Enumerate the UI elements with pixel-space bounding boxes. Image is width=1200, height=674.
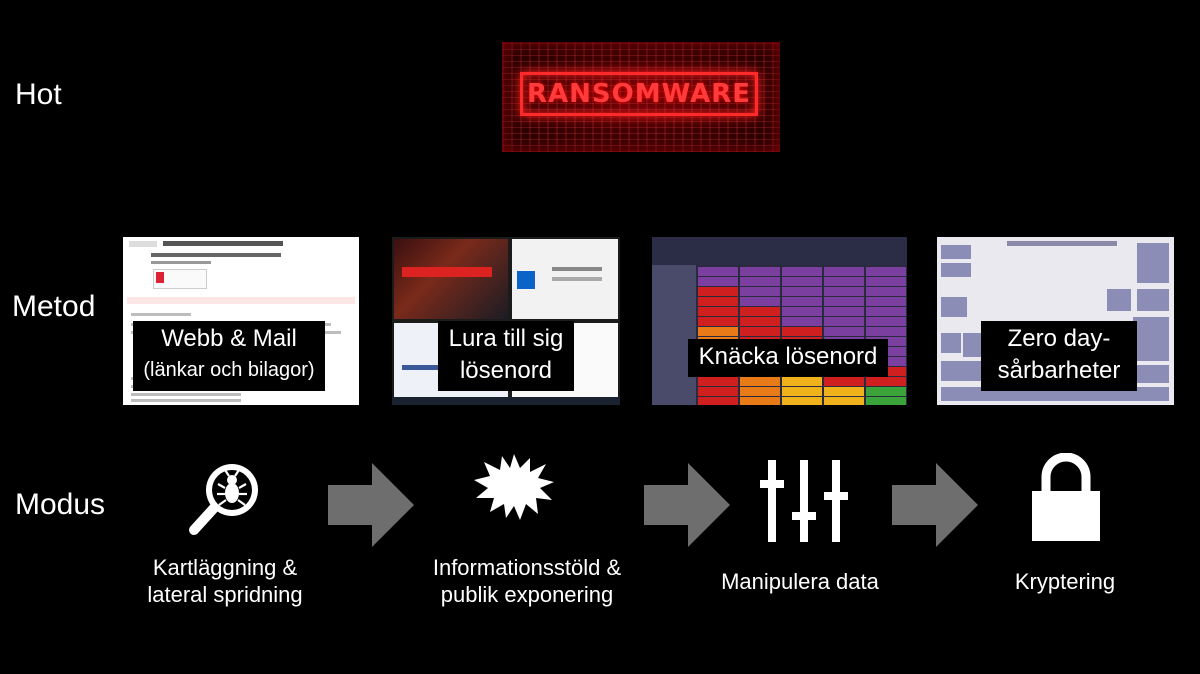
password-table-cell: [824, 287, 864, 296]
ransomware-banner-frame: RANSOMWARE: [520, 72, 758, 116]
password-table-cell: [824, 277, 864, 286]
password-table-cell: [698, 287, 738, 296]
password-table-cell: [782, 327, 822, 336]
explosion-icon: [474, 454, 554, 520]
password-table-cell: [698, 377, 738, 386]
password-table-cell: [866, 297, 906, 306]
arrow-icon-1: [328, 463, 414, 547]
password-table-cell: [824, 267, 864, 276]
password-table-cell: [698, 317, 738, 326]
step-line: Informationsstöld &: [398, 554, 656, 581]
arrow-icon-3: [892, 463, 978, 547]
password-table-cell: [824, 307, 864, 316]
password-table-cell: [782, 287, 822, 296]
sliders-icon: [760, 460, 848, 542]
method-title: Zero day-: [987, 323, 1131, 355]
password-table-cell: [824, 297, 864, 306]
password-table-cell: [824, 387, 864, 396]
password-table-cell: [698, 277, 738, 286]
password-table-cell: [824, 317, 864, 326]
password-table-cell: [698, 297, 738, 306]
password-table-cell: [782, 387, 822, 396]
arrow-icon-2: [644, 463, 730, 547]
password-table-cell: [698, 327, 738, 336]
password-table-cell: [740, 297, 780, 306]
password-table-cell: [782, 317, 822, 326]
password-table-cell: [782, 277, 822, 286]
email-screenshot: Webb & Mail (länkar och bilagor): [123, 237, 359, 405]
lock-icon: [1032, 453, 1100, 541]
method-subtitle: lösenord: [444, 355, 568, 387]
password-table-cell: [782, 297, 822, 306]
method-caption-crack: Knäcka lösenord: [688, 339, 888, 377]
method-subtitle: (länkar och bilagor): [139, 355, 319, 385]
password-table-cell: [866, 377, 906, 386]
step-line: publik exponering: [398, 581, 656, 608]
password-table-cell: [698, 387, 738, 396]
step-line: Kartläggning &: [110, 554, 340, 581]
password-table-cell: [698, 267, 738, 276]
password-table-cell: [782, 307, 822, 316]
password-table-cell: [866, 287, 906, 296]
method-subtitle: sårbarheter: [987, 355, 1131, 387]
row-label-hot: Hot: [15, 78, 62, 112]
ransomware-banner: RANSOMWARE: [502, 42, 780, 152]
method-caption-lure: Lura till sig lösenord: [438, 321, 574, 391]
ransomware-banner-text: RANSOMWARE: [527, 79, 751, 109]
password-table-cell: [740, 377, 780, 386]
password-table-cell: [866, 267, 906, 276]
login-screenshot: Lura till sig lösenord: [392, 237, 620, 405]
password-table-cell: [698, 307, 738, 316]
password-table-cell: [740, 287, 780, 296]
row-label-metod: Metod: [12, 290, 95, 324]
step-line: Kryptering: [980, 568, 1150, 595]
bug-search-icon: [186, 458, 266, 538]
step-label-encryption: Kryptering: [980, 568, 1150, 595]
password-table-cell: [866, 307, 906, 316]
zerodium-screenshot: Zero day- sårbarheter: [937, 237, 1174, 405]
password-table-cell: [740, 307, 780, 316]
method-title: Knäcka lösenord: [694, 341, 882, 373]
password-table-cell: [866, 387, 906, 396]
step-label-manipulate: Manipulera data: [690, 568, 910, 595]
password-table-cell: [740, 277, 780, 286]
method-caption-zero-day: Zero day- sårbarheter: [981, 321, 1137, 391]
password-table-cell: [824, 377, 864, 386]
method-caption-web-mail: Webb & Mail (länkar och bilagor): [133, 321, 325, 391]
step-line: Manipulera data: [690, 568, 910, 595]
password-table-cell: [698, 397, 738, 405]
password-table-cell: [824, 397, 864, 405]
password-table-screenshot: Knäcka lösenord: [652, 237, 907, 405]
password-table-cell: [866, 397, 906, 405]
password-table-cell: [866, 277, 906, 286]
step-label-exfiltration: Informationsstöld & publik exponering: [398, 554, 656, 608]
password-table-cell: [740, 387, 780, 396]
password-table-cell: [740, 317, 780, 326]
password-table-cell: [782, 267, 822, 276]
row-label-modus: Modus: [15, 488, 105, 522]
step-label-mapping: Kartläggning & lateral spridning: [110, 554, 340, 608]
password-table-cell: [782, 397, 822, 405]
password-table-cell: [740, 327, 780, 336]
password-table-cell: [866, 327, 906, 336]
password-table-cell: [866, 317, 906, 326]
step-line: lateral spridning: [110, 581, 340, 608]
method-title: Webb & Mail: [139, 323, 319, 355]
password-table-cell: [740, 397, 780, 405]
method-title: Lura till sig: [444, 323, 568, 355]
password-table-cell: [782, 377, 822, 386]
password-table-cell: [740, 267, 780, 276]
password-table-cell: [824, 327, 864, 336]
